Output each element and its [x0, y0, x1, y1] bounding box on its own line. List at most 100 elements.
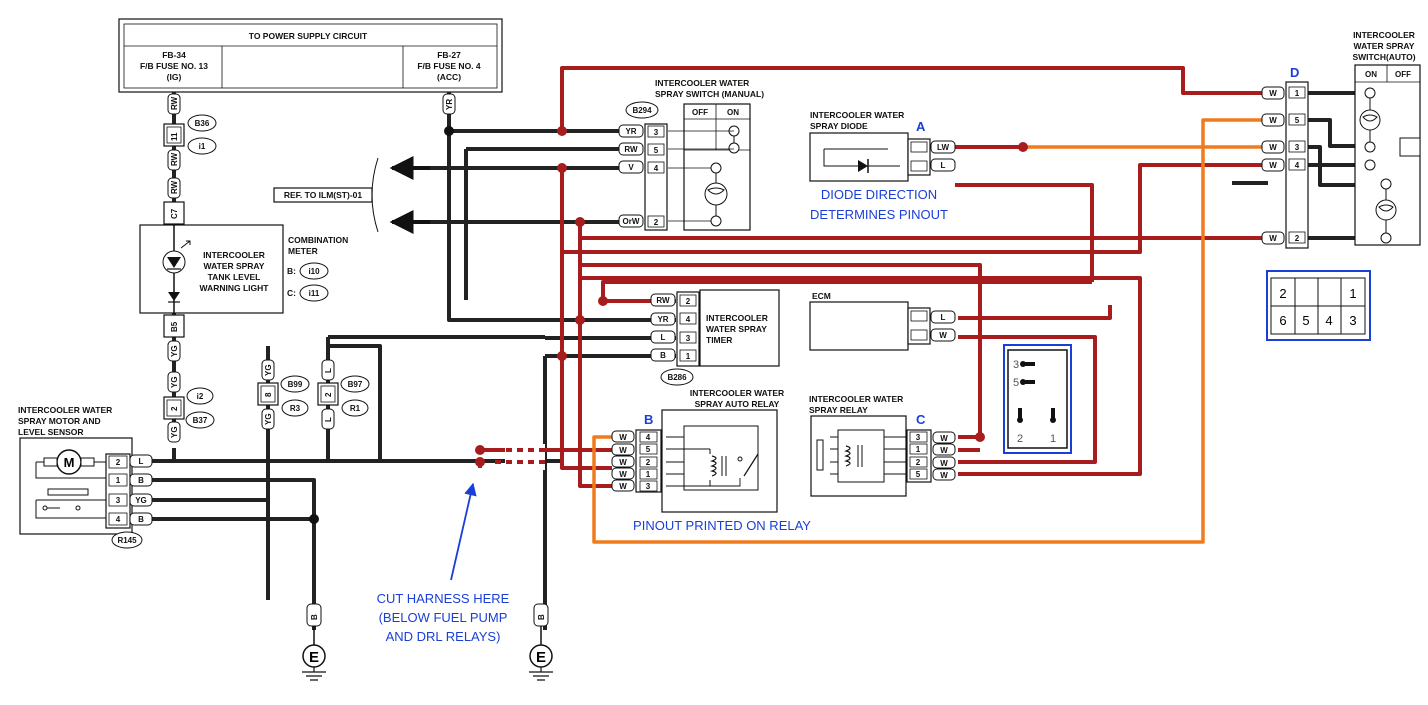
manual-wire-yr: YR — [625, 127, 636, 136]
diode-title-2: SPRAY DIODE — [810, 121, 868, 131]
connector-b97: L 2 L B97 R1 — [317, 359, 370, 430]
wire-yg-3: YG — [170, 426, 179, 438]
relay-title-1: INTERCOOLER WATER — [809, 394, 903, 404]
timer-pin-1: 1 — [686, 352, 691, 361]
auto-off-label: OFF — [1395, 70, 1411, 79]
auto-relay-letter: B — [644, 412, 653, 427]
grid-bottom-1: 6 — [1279, 313, 1286, 328]
relay-inset-3: 3 — [1013, 359, 1019, 371]
tag-i10: i10 — [308, 267, 320, 276]
fuse-left-code: FB-34 — [162, 50, 186, 60]
manual-pin-4: 4 — [654, 164, 659, 173]
warning-light-label-4: WARNING LIGHT — [200, 283, 270, 293]
timer-pin-2: 2 — [686, 297, 691, 306]
auto-relay-pin-3: 3 — [646, 482, 651, 491]
auto-relay-title-1: INTERCOOLER WATER — [690, 388, 784, 398]
combo-meter-label-1: COMBINATION — [288, 235, 348, 245]
fuse-left-name: F/B FUSE NO. 13 — [140, 61, 208, 71]
orange-wires — [592, 118, 1265, 544]
timer-pin-4: 4 — [686, 315, 691, 324]
motor-pin-1: 1 — [116, 476, 121, 485]
timer-wire-yr: YR — [657, 315, 668, 324]
reference-arrows: REF. TO ILM(ST)-01 — [273, 156, 430, 234]
b99-tag: B99 — [288, 380, 303, 389]
manual-switch-title-1: INTERCOOLER WATER — [655, 78, 749, 88]
manual-on-label: ON — [727, 108, 739, 117]
auto-relay-title-2: SPRAY AUTO RELAY — [695, 399, 780, 409]
timer-title-1: INTERCOOLER — [706, 313, 768, 323]
auto-switch-title-2: WATER SPRAY — [1354, 41, 1415, 51]
combo-b-label: B: — [287, 266, 296, 276]
manual-switch: INTERCOOLER WATER SPRAY SWITCH (MANUAL) … — [618, 78, 764, 231]
auto-switch-title-1: INTERCOOLER — [1353, 30, 1415, 40]
relay-wire-2: W — [940, 459, 948, 468]
wire-rw-low: RW — [170, 180, 179, 194]
spray-timer: INTERCOOLER WATER SPRAY TIMER 2 4 3 1 RW… — [650, 289, 780, 386]
warning-light-label-2: WATER SPRAY — [204, 261, 265, 271]
motor-symbol: M — [64, 455, 75, 470]
fuse-left-type: (IG) — [167, 72, 182, 82]
tag-b37: B37 — [193, 416, 208, 425]
ground-right-wire: B — [537, 614, 546, 620]
relay-wire-5: W — [940, 471, 948, 480]
relay-inset-5: 5 — [1013, 377, 1019, 389]
relay-letter: C — [916, 412, 926, 427]
auto-relay-pin-2: 2 — [646, 458, 651, 467]
diode-note-1: DIODE DIRECTION — [821, 187, 937, 202]
manual-switch-title-2: SPRAY SWITCH (MANUAL) — [655, 89, 764, 99]
ecm: ECM L W — [809, 291, 956, 351]
ground-left-symbol: E — [309, 649, 319, 666]
motor-level-sensor: INTERCOOLER WATER SPRAY MOTOR AND LEVEL … — [18, 405, 153, 549]
ground-left-wire: B — [310, 614, 319, 620]
combination-meter: INTERCOOLER WATER SPRAY TANK LEVEL WARNI… — [139, 224, 348, 314]
auto-relay-wire-4: W — [619, 433, 627, 442]
ecm-wire-w: W — [939, 331, 947, 340]
cut-note-3: AND DRL RELAYS) — [386, 629, 501, 644]
pin-11: 11 — [170, 132, 179, 141]
timer-wire-b: B — [660, 351, 666, 360]
motor-wire-yg: YG — [135, 496, 147, 505]
spray-diode: INTERCOOLER WATER SPRAY DIODE A LW L DIO… — [809, 110, 956, 222]
auto-pin-1: 1 — [1295, 89, 1300, 98]
r3-tag: R3 — [290, 404, 301, 413]
auto-wire-1: W — [1269, 89, 1277, 98]
spray-relay: INTERCOOLER WATER SPRAY RELAY C 3 1 2 5 … — [809, 394, 956, 497]
motor-title-3: LEVEL SENSOR — [18, 427, 84, 437]
warning-light-label-1: INTERCOOLER — [203, 250, 265, 260]
wire-b5: B5 — [170, 321, 179, 332]
tag-i1: i1 — [199, 142, 206, 151]
b99-pin: 8 — [264, 392, 273, 397]
grid-bottom-4: 3 — [1349, 313, 1356, 328]
manual-pin-5: 5 — [654, 146, 659, 155]
relay-inset-1: 1 — [1050, 433, 1056, 445]
wire-yr-top: YR — [445, 99, 454, 110]
left-connectors: RW 11 B36 i1 RW RW C7 B5 YG YG 2 i2 B37 … — [163, 93, 456, 443]
timer-wire-rw: RW — [656, 296, 670, 305]
motor-wire-l: L — [139, 457, 144, 466]
tag-b294: B294 — [632, 106, 652, 115]
motor-pin-4: 4 — [116, 515, 121, 524]
ecm-wire-l: L — [941, 313, 946, 322]
b97-wire-top: L — [324, 368, 333, 373]
cut-note-2: (BELOW FUEL PUMP — [379, 610, 508, 625]
auto-pin-3: 3 — [1295, 143, 1300, 152]
motor-wire-b2: B — [138, 515, 144, 524]
auto-pin-4: 4 — [1295, 161, 1300, 170]
ecm-title: ECM — [812, 291, 831, 301]
cut-gap — [495, 444, 550, 470]
auto-wire-3: W — [1269, 143, 1277, 152]
tag-i11: i11 — [309, 289, 320, 298]
diode-wire-lw: LW — [937, 143, 949, 152]
ref-label: REF. TO ILM(ST)-01 — [284, 190, 363, 200]
motor-pin-3: 3 — [116, 496, 121, 505]
diode-letter: A — [916, 119, 926, 134]
b99-wire-top: YG — [264, 364, 273, 376]
auto-relay-wire-1: W — [619, 470, 627, 479]
manual-wire-orw: OrW — [623, 217, 640, 226]
timer-wire-l: L — [661, 333, 666, 342]
motor-title-1: INTERCOOLER WATER — [18, 405, 112, 415]
diode-title-1: INTERCOOLER WATER — [810, 110, 904, 120]
pin-2-left: 2 — [170, 406, 179, 411]
relay-pin-2: 2 — [916, 458, 921, 467]
relay-inset-2: 2 — [1017, 433, 1023, 445]
